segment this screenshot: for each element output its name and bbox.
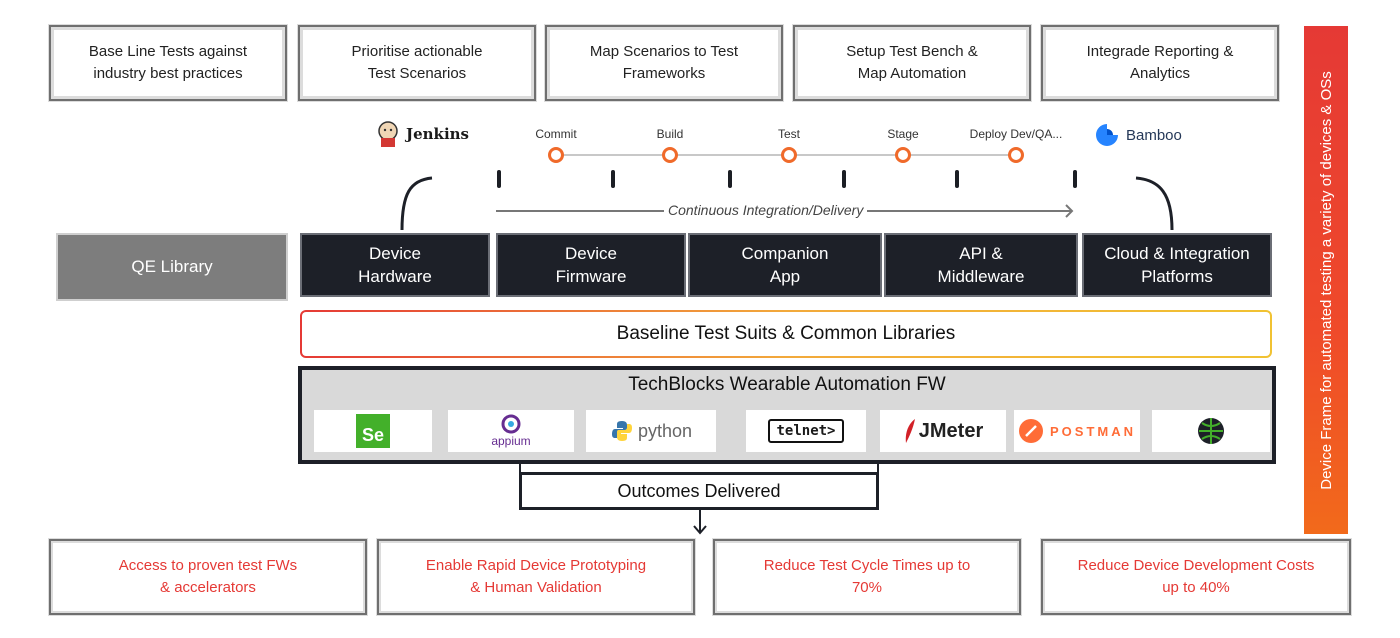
qe-library-box: QE Library — [56, 233, 288, 301]
python-label: python — [637, 420, 693, 441]
telnet-label: telnet> — [768, 419, 844, 443]
python-logo: python — [586, 410, 716, 452]
step-label: Base Line Tests against industry best pr… — [88, 43, 248, 82]
pipeline-tick — [1073, 170, 1077, 188]
postman-icon — [1019, 419, 1043, 443]
arrow-down-icon — [693, 510, 707, 535]
bamboo-label: Bamboo — [1126, 126, 1182, 144]
step-integrate-reporting: Integrade Reporting & Analytics — [1040, 24, 1280, 102]
appium-logo: appium — [448, 410, 574, 452]
arrow-right-icon — [1058, 204, 1074, 218]
step-label: Integrade Reporting & Analytics — [1086, 43, 1234, 82]
stage-dot-deploy — [1008, 147, 1024, 163]
jenkins-label: Jenkins — [406, 125, 469, 143]
selenium-icon: Se — [356, 414, 390, 448]
jenkins-icon — [378, 121, 398, 147]
step-label: Map Scenarios to Test Frameworks — [589, 43, 739, 82]
step-setup-test-bench: Setup Test Bench & Map Automation — [792, 24, 1032, 102]
jenkins-logo: Jenkins — [376, 120, 469, 148]
pipeline-tick — [611, 170, 615, 188]
appium-label: appium — [491, 434, 531, 448]
ci-label: Continuous Integration/Delivery — [664, 202, 868, 218]
selenium-logo: Se — [314, 410, 432, 452]
stage-label-build: Build — [656, 127, 684, 141]
stage-dot-stage — [895, 147, 911, 163]
outcome-label: Reduce Test Cycle Times up to 70% — [763, 557, 971, 596]
step-label: Setup Test Bench & Map Automation — [846, 43, 978, 82]
qe-library-label: QE Library — [131, 257, 213, 276]
layer-label: Companion App — [741, 244, 829, 286]
layer-cloud-integration: Cloud & Integration Platforms — [1082, 233, 1272, 297]
stage-dot-commit — [548, 147, 564, 163]
bamboo-logo: Bamboo — [1094, 122, 1182, 148]
stage-label-deploy: Deploy Dev/QA... — [969, 127, 1063, 141]
outcome-rapid-prototyping: Enable Rapid Device Prototyping & Human … — [376, 538, 696, 616]
step-baseline-tests: Base Line Tests against industry best pr… — [48, 24, 288, 102]
selenium-label: Se — [361, 425, 385, 445]
layer-label: Cloud & Integration Platforms — [1104, 244, 1250, 286]
outcome-label: Reduce Device Development Costs up to 40… — [1077, 557, 1315, 596]
globe-tool-logo — [1152, 410, 1270, 452]
stage-dot-build — [662, 147, 678, 163]
jmeter-logo: JMeter — [880, 410, 1006, 452]
jmeter-label: JMeter — [918, 419, 984, 442]
bamboo-icon — [1096, 124, 1118, 146]
step-prioritise-scenarios: Prioritise actionable Test Scenarios — [297, 24, 537, 102]
device-frame-banner: Device Frame for automated testing a var… — [1304, 26, 1348, 534]
stage-label-test: Test — [777, 127, 801, 141]
python-icon — [611, 421, 632, 441]
layer-label: Device Hardware — [358, 244, 432, 286]
outcome-label: Access to proven test FWs & accelerators — [118, 557, 298, 596]
jmeter-feather-icon — [905, 419, 915, 443]
layer-device-firmware: Device Firmware — [496, 233, 686, 297]
step-label: Prioritise actionable Test Scenarios — [351, 43, 483, 82]
automation-title: TechBlocks Wearable Automation FW — [628, 374, 946, 395]
telnet-logo: telnet> — [746, 410, 866, 452]
pipeline-tick — [497, 170, 501, 188]
postman-logo: POSTMAN — [1014, 410, 1140, 452]
pipeline-tick — [728, 170, 732, 188]
pipeline-tick — [842, 170, 846, 188]
step-map-scenarios: Map Scenarios to Test Frameworks — [544, 24, 784, 102]
baseline-test-suits: Baseline Test Suits & Common Libraries — [300, 310, 1272, 358]
layer-device-hardware: Device Hardware — [300, 233, 490, 297]
curved-arrow-right-icon — [1135, 176, 1174, 231]
layer-label: API & Middleware — [937, 244, 1025, 286]
connector-line — [519, 464, 521, 474]
stage-dot-test — [781, 147, 797, 163]
pipeline-tick — [955, 170, 959, 188]
postman-label: POSTMAN — [1050, 423, 1136, 439]
connector-line — [877, 464, 879, 474]
appium-icon — [501, 414, 521, 434]
outcome-label: Enable Rapid Device Prototyping & Human … — [425, 557, 647, 596]
outcome-reduce-costs: Reduce Device Development Costs up to 40… — [1040, 538, 1352, 616]
outcomes-delivered-box: Outcomes Delivered — [519, 472, 879, 510]
outcome-reduce-cycle-times: Reduce Test Cycle Times up to 70% — [712, 538, 1022, 616]
outcome-proven-fws: Access to proven test FWs & accelerators — [48, 538, 368, 616]
layer-label: Device Firmware — [555, 244, 627, 286]
stage-label-stage: Stage — [887, 127, 919, 141]
layer-api-middleware: API & Middleware — [884, 233, 1078, 297]
layer-companion-app: Companion App — [688, 233, 882, 297]
outcomes-title: Outcomes Delivered — [617, 480, 781, 501]
curved-arrow-left-icon — [400, 176, 433, 231]
device-frame-banner-text: Device Frame for automated testing a var… — [1317, 70, 1335, 490]
stage-label-commit: Commit — [535, 127, 577, 141]
automation-framework: TechBlocks Wearable Automation FW Se app… — [298, 366, 1276, 464]
globe-icon — [1198, 418, 1224, 444]
baseline-label: Baseline Test Suits & Common Libraries — [616, 323, 956, 344]
